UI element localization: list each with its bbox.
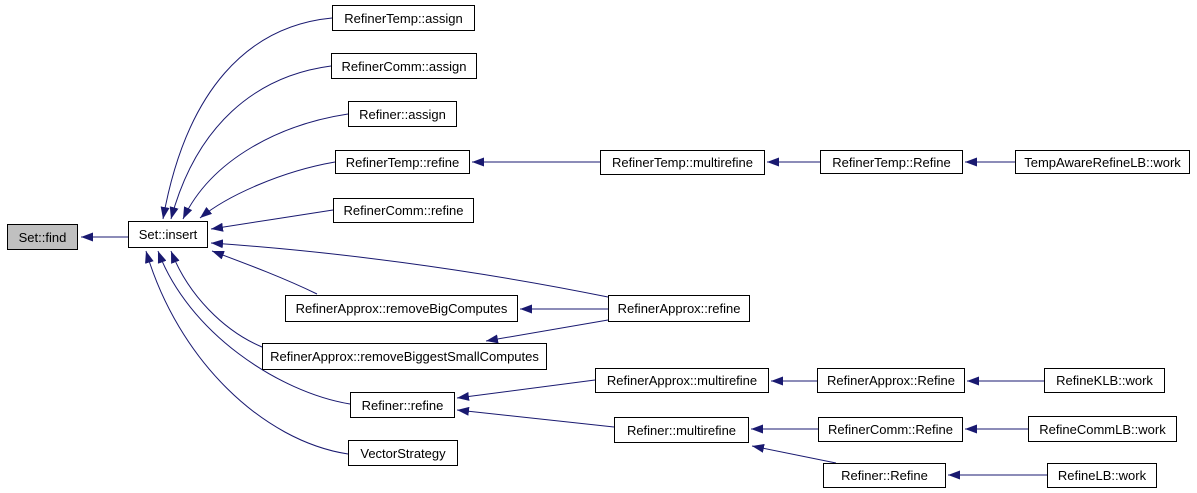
- node-refinerapprox-removebiggestsmallcomputes[interactable]: RefinerApprox::removeBiggestSmallCompute…: [262, 343, 547, 370]
- edge-refinerapprox-removebigcomputes-to-set-insert: [211, 250, 318, 295]
- node-tempawarerefinelb-work[interactable]: TempAwareRefineLB::work: [1015, 150, 1190, 174]
- edge-refinerapprox-removebiggestsmallcomputes-to-set-insert: [170, 250, 263, 348]
- edge-refiner-assign-to-set-insert: [182, 113, 349, 220]
- edge-refinertemp-assign-to-set-insert: [160, 17, 333, 220]
- node-refiner-multirefine[interactable]: Refiner::multirefine: [614, 417, 749, 443]
- edge-refiner-multirefine-to-refiner-refine: [456, 406, 615, 428]
- node-refiner-assign[interactable]: Refiner::assign: [348, 101, 457, 127]
- node-refinerapprox-refine[interactable]: RefinerApprox::refine: [608, 295, 750, 322]
- node-set-insert[interactable]: Set::insert: [128, 221, 208, 248]
- node-refinercomm-refine[interactable]: RefinerComm::refine: [333, 198, 474, 223]
- node-refiner-refine[interactable]: Refiner::refine: [350, 392, 455, 418]
- node-refinerapprox-removebigcomputes[interactable]: RefinerApprox::removeBigComputes: [285, 295, 518, 322]
- node-refinertemp-multirefine[interactable]: RefinerTemp::multirefine: [600, 150, 765, 175]
- edge-refinerapprox-refine-to-refinerapprox-removebiggestsmallcomputes: [485, 319, 609, 344]
- node-refiner-Refine[interactable]: Refiner::Refine: [823, 463, 946, 488]
- node-refinelb-work[interactable]: RefineLB::work: [1047, 463, 1157, 488]
- node-refinertemp-refine[interactable]: RefinerTemp::refine: [335, 150, 470, 174]
- node-refinercomm-Refine[interactable]: RefinerComm::Refine: [818, 417, 963, 442]
- edge-refiner-refine-to-set-insert: [157, 250, 351, 405]
- edge-refinertemp-refine-to-set-insert: [199, 161, 336, 219]
- edge-refiner-refine-cap-to-refiner-multirefine: [751, 443, 837, 464]
- node-refinerapprox-Refine[interactable]: RefinerApprox::Refine: [817, 368, 965, 393]
- node-refinecommlb-work[interactable]: RefineCommLB::work: [1028, 416, 1177, 442]
- edge-refinercomm-refine-to-set-insert: [210, 209, 334, 232]
- node-refinertemp-assign[interactable]: RefinerTemp::assign: [332, 5, 475, 31]
- node-refineklb-work[interactable]: RefineKLB::work: [1044, 368, 1165, 393]
- node-refinerapprox-multirefine[interactable]: RefinerApprox::multirefine: [595, 368, 769, 393]
- node-refinertemp-Refine[interactable]: RefinerTemp::Refine: [820, 150, 963, 174]
- edge-vectorstrategy-to-set-insert: [145, 250, 349, 455]
- node-set-find: Set::find: [7, 224, 78, 250]
- edge-refinerapprox-refine-to-set-insert: [210, 239, 609, 298]
- edge-refinerapprox-multirefine-to-refiner-refine: [456, 379, 596, 401]
- edge-refinercomm-assign-to-set-insert: [169, 65, 332, 220]
- node-vectorstrategy[interactable]: VectorStrategy: [348, 440, 458, 466]
- node-refinercomm-assign[interactable]: RefinerComm::assign: [331, 53, 477, 79]
